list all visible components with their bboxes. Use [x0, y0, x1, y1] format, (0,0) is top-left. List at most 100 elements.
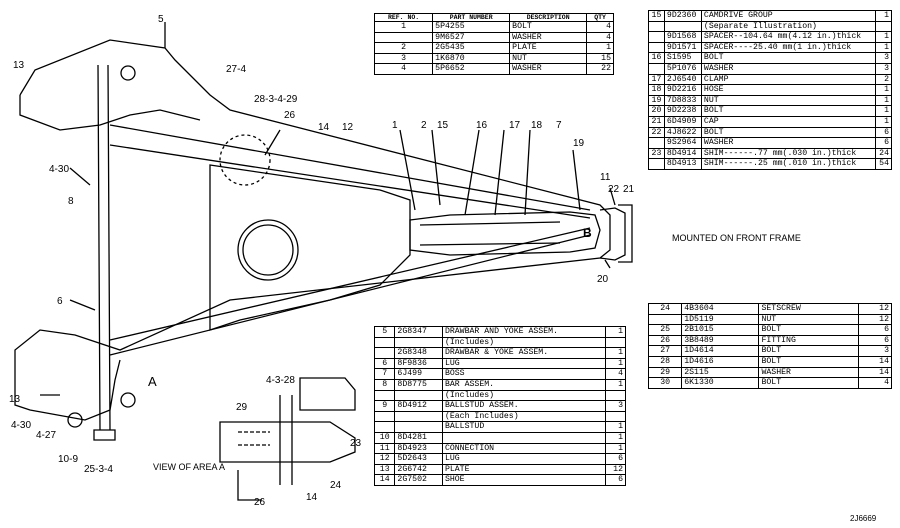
cell-part: 9D2360 [663, 10, 702, 22]
cell-part: 6K1330 [681, 377, 760, 389]
callout-b: B [583, 226, 592, 240]
cell-qty [604, 389, 627, 402]
cell-part: 8D4913 [663, 158, 702, 170]
cell-qty: 6 [857, 324, 893, 336]
cell-part: 8F9836 [394, 357, 443, 370]
callout-28-3-4-29: 28-3-4-29 [254, 94, 298, 105]
drawbar [97, 64, 111, 431]
cell-part: 5P6652 [432, 63, 511, 75]
cell-ref [373, 336, 396, 349]
callout-12: 12 [342, 122, 354, 133]
cell-qty: 1 [604, 442, 627, 455]
header-qty: QTY [586, 13, 614, 22]
cell-part: 8D8775 [394, 378, 443, 391]
area-a-detail [219, 421, 356, 463]
cell-qty: 12 [857, 313, 893, 326]
cell-desc: WASHER [509, 31, 588, 44]
callout-21: 21 [623, 184, 635, 195]
cell-part [394, 389, 443, 402]
cell-ref: 30 [647, 377, 683, 389]
cell-part: 2G7502 [394, 474, 443, 486]
header-ref: REF. NO. [373, 13, 434, 22]
cell-ref: 9 [373, 400, 396, 412]
cell-qty: 1 [604, 347, 627, 359]
cell-part: 8D4912 [394, 400, 443, 412]
cell-qty [604, 410, 627, 423]
cell-ref: 18 [648, 84, 665, 96]
cell-part: 2G8348 [394, 347, 443, 359]
cell-desc: BAR ASSEM. [441, 378, 606, 391]
cell-desc: BALLSTUD [441, 421, 606, 433]
callout-17: 17 [509, 120, 521, 131]
cell-qty: 1 [875, 31, 892, 43]
cell-qty [875, 20, 892, 33]
callout-a: A [148, 374, 157, 389]
cell-desc: (Includes) [441, 336, 606, 349]
cell-ref: 12 [373, 453, 396, 465]
cell-desc [441, 431, 606, 444]
cell-part: 2G5435 [432, 42, 511, 54]
cell-desc: BOLT [700, 52, 877, 64]
cell-desc: WASHER [700, 62, 877, 75]
cell-qty: 6 [875, 137, 892, 149]
cell-ref: 15 [648, 10, 665, 22]
cell-part: 1D5119 [681, 313, 760, 326]
cell-part: 5P4255 [432, 21, 511, 33]
cell-ref: 17 [648, 73, 665, 86]
callout-13-top: 13 [13, 60, 25, 71]
cell-ref: 21 [648, 115, 665, 128]
cell-desc: HOSE [700, 84, 877, 96]
cell-desc: BOLT [758, 377, 859, 389]
cell-qty: 12 [604, 463, 627, 476]
cell-desc: CAP [700, 115, 877, 128]
cell-desc: DRAWBAR AND YOKE ASSEM. [441, 326, 606, 338]
center-plate [209, 164, 411, 331]
callout-29: 29 [236, 402, 248, 413]
cell-desc: BOLT [758, 324, 859, 336]
cell-desc: BOLT [700, 105, 877, 117]
cell-part: 7D8833 [663, 94, 702, 107]
cell-part [394, 336, 443, 349]
cell-desc: SHIM------.25 mm(.010 in.)thick [700, 158, 877, 170]
callout-13-bottom: 13 [9, 394, 21, 405]
cell-qty: 1 [875, 41, 892, 54]
table-row: (Includes) [373, 389, 627, 402]
cell-desc: (Separate Illustration) [700, 20, 877, 33]
cell-part: 2S115 [681, 366, 760, 379]
cell-ref: 25 [647, 324, 683, 336]
callout-8: 8 [68, 196, 74, 207]
cell-desc: WASHER [700, 137, 877, 149]
cell-desc: BOLT [509, 21, 588, 33]
cell-ref: 11 [373, 442, 396, 455]
cell-qty: 15 [586, 52, 614, 65]
cell-part: 9D2238 [663, 105, 702, 117]
cell-part: 9M6527 [432, 31, 511, 44]
cell-qty: 1 [875, 105, 892, 117]
cell-ref [647, 313, 683, 326]
callout-19: 19 [573, 138, 585, 149]
callout-2: 2 [421, 120, 427, 131]
callout-7: 7 [556, 120, 562, 131]
cell-desc: NUT [700, 94, 877, 107]
cell-desc: WASHER [758, 366, 859, 379]
cell-qty: 3 [857, 345, 893, 357]
cell-desc: SETSCREW [758, 303, 859, 315]
cell-ref [648, 158, 665, 170]
